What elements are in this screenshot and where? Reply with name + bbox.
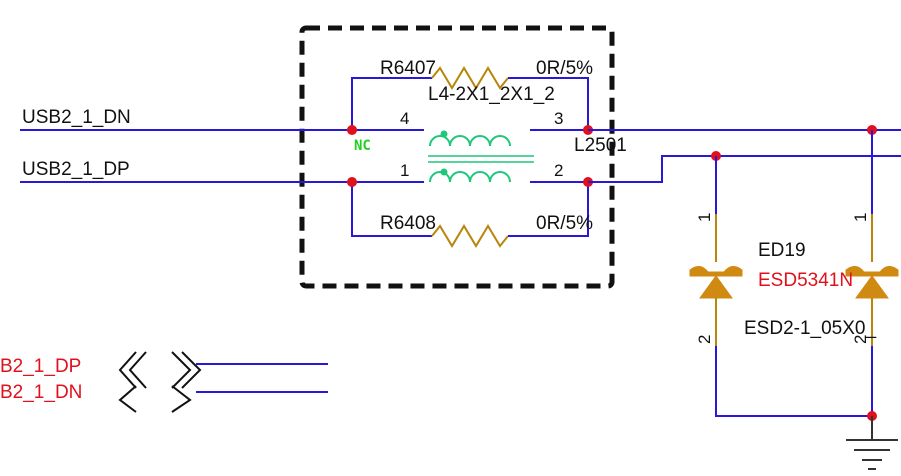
r6408-ref: R6408 bbox=[380, 213, 436, 234]
choke-group-outline bbox=[299, 25, 615, 289]
offpage-label-dn: B2_1_DN bbox=[0, 382, 82, 403]
wire-r6407-right bbox=[508, 77, 589, 130]
r6407-ref: R6407 bbox=[380, 58, 436, 79]
choke-pin-2: 2 bbox=[554, 161, 563, 180]
esd2-pin1-label: 1 bbox=[851, 213, 870, 222]
ground-symbol-icon bbox=[846, 416, 898, 470]
choke-pin-4: 4 bbox=[400, 109, 409, 128]
esd-footprint: ESD2-1_05X0_ bbox=[744, 318, 876, 339]
esd-pin2-label: 2 bbox=[695, 335, 714, 344]
wire-r6408-right bbox=[508, 182, 589, 237]
esd-part-number: ESD5341N bbox=[758, 270, 853, 291]
net-label-dn: USB2_1_DN bbox=[22, 107, 131, 128]
net-label-dp: USB2_1_DP bbox=[22, 159, 130, 180]
wire-r6407-left bbox=[351, 77, 432, 130]
tvs-diode-icon bbox=[845, 266, 899, 299]
common-mode-choke-icon bbox=[352, 129, 588, 183]
choke-pin-3: 3 bbox=[554, 109, 563, 128]
r6407-value: 0R/5% bbox=[536, 58, 593, 79]
wire-r6408-left bbox=[351, 182, 432, 237]
esd-ref: ED19 bbox=[758, 240, 806, 261]
esd2-pin2-label: 2 bbox=[851, 335, 870, 344]
r6408-value: 0R/5% bbox=[536, 213, 593, 234]
junction-dot bbox=[347, 177, 357, 187]
wire-esd-bottom bbox=[715, 346, 872, 417]
resistor-r6408-icon bbox=[431, 224, 509, 248]
resistor-r6407-icon bbox=[431, 66, 509, 90]
offpage-label-dp: B2_1_DP bbox=[0, 356, 81, 377]
junction-dot bbox=[347, 125, 357, 135]
choke-ref: L2501 bbox=[574, 135, 627, 156]
choke-footprint: L4-2X1_2X1_2 bbox=[428, 84, 555, 105]
esd-pin1-label: 1 bbox=[695, 213, 714, 222]
offpage-connector-icon bbox=[118, 351, 202, 413]
choke-nc-label: NC bbox=[354, 138, 371, 154]
tvs-diode-icon bbox=[689, 266, 743, 299]
wire-dp-right bbox=[588, 155, 901, 183]
choke-pin-1: 1 bbox=[400, 161, 409, 180]
